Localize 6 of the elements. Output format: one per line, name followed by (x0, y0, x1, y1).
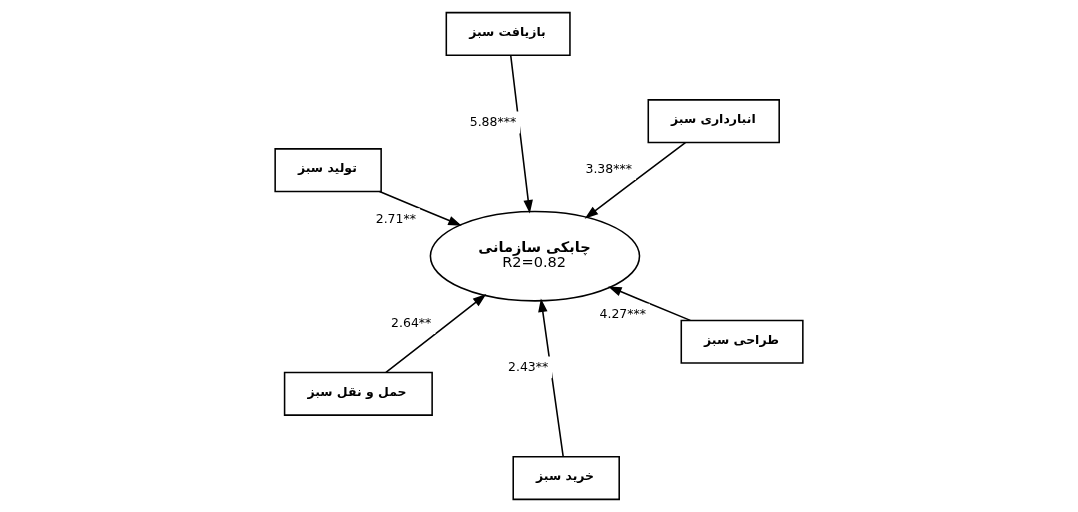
edge-label: 5.88*** (469, 114, 517, 130)
edge-label: 3.38*** (585, 160, 632, 176)
edge-label: 2.43** (508, 359, 549, 375)
edge-label: 2.64** (391, 314, 432, 330)
edge-label: 4.27*** (599, 306, 646, 322)
edge-label: 2.71** (375, 210, 416, 226)
